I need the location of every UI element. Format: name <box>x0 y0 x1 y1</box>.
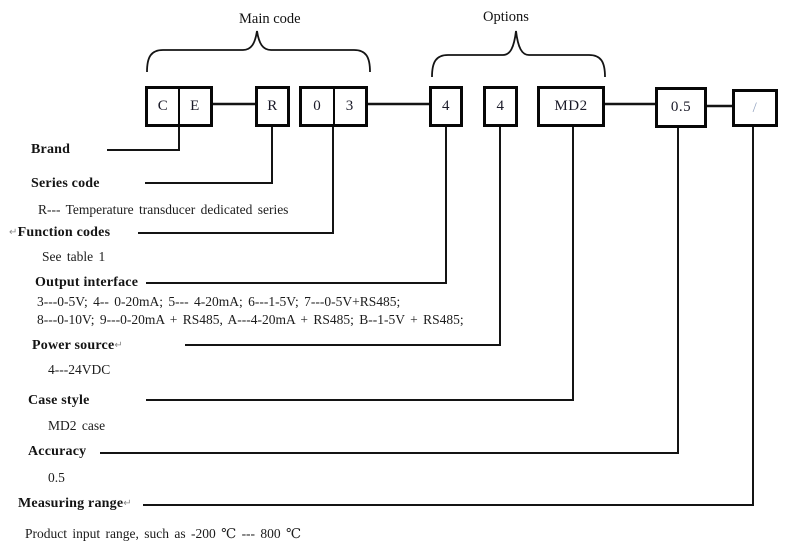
legend-label-brand: Brand <box>31 142 71 157</box>
code-cell-case: MD2 <box>554 98 588 114</box>
legend-label-series-code: Series code <box>31 176 100 191</box>
legend-note-series-code: R--- Temperature transducer dedicated se… <box>38 202 289 217</box>
legend-label-power-source: Power source↵ <box>32 338 123 354</box>
legend-label-measuring-range: Measuring range↵ <box>18 496 132 512</box>
legend-label-measuring-range-text: Measuring range <box>18 496 124 511</box>
box-connectors <box>213 102 732 108</box>
leader-output-interface <box>146 127 447 284</box>
code-cell-power: 4 <box>496 98 505 114</box>
legend-note-case-style: MD2 case <box>48 418 106 433</box>
leader-accuracy <box>100 128 679 454</box>
main-code-group-label: Main code <box>239 11 301 27</box>
leader-power-source <box>185 127 501 346</box>
code-cell-range: / <box>752 99 758 116</box>
code-cell-function-0: 0 <box>313 98 322 114</box>
leader-brand <box>107 127 180 151</box>
leader-measuring-range <box>143 127 754 506</box>
main-code-brace <box>146 30 371 73</box>
legend-label-accuracy: Accuracy <box>28 444 87 459</box>
legend-note-output-interface-1: 3---0-5V; 4-- 0-20mA; 5--- 4-20mA; 6---1… <box>37 294 401 309</box>
leader-function-codes <box>138 127 334 234</box>
code-cell-brand-0: C <box>157 98 169 114</box>
legend-label-power-source-text: Power source <box>32 338 115 353</box>
legend-note-accuracy: 0.5 <box>48 470 65 485</box>
return-mark: ↵ <box>9 227 18 238</box>
code-cell-function-1: 3 <box>332 89 366 124</box>
options-brace <box>431 30 606 78</box>
code-box-range: / <box>732 89 778 127</box>
legend-note-measuring-range: Product input range, such as -200 ℃ --- … <box>25 526 302 541</box>
code-cell-output: 4 <box>442 98 450 114</box>
code-box-brand: C E <box>145 86 213 127</box>
legend-label-case-style: Case style <box>28 393 90 408</box>
code-box-series: R <box>255 86 290 127</box>
return-mark: ↵ <box>123 498 132 509</box>
leader-series-code <box>145 127 273 184</box>
code-box-output: 4 <box>429 86 463 127</box>
code-box-case: MD2 <box>537 86 605 127</box>
legend-label-output-interface: Output interface <box>35 275 139 290</box>
legend-note-power-source: 4---24VDC <box>48 362 111 377</box>
code-cell-series: R <box>267 98 278 114</box>
code-box-power: 4 <box>483 86 518 127</box>
legend-label-function-codes-text: Function codes <box>17 225 111 240</box>
code-box-function: 0 3 <box>299 86 368 127</box>
legend-label-function-codes: ↵Function codes <box>9 225 110 241</box>
legend-note-output-interface-2: 8---0-10V; 9---0-20mA + RS485, A---4-20m… <box>37 312 464 327</box>
return-mark: ↵ <box>114 340 123 351</box>
options-group-label: Options <box>483 9 529 25</box>
code-cell-brand-1: E <box>178 89 210 124</box>
legend-note-function-codes: See table 1 <box>42 249 106 264</box>
code-cell-accuracy: 0.5 <box>670 99 692 115</box>
code-box-accuracy: 0.5 <box>655 87 707 128</box>
leader-case-style <box>146 127 574 401</box>
